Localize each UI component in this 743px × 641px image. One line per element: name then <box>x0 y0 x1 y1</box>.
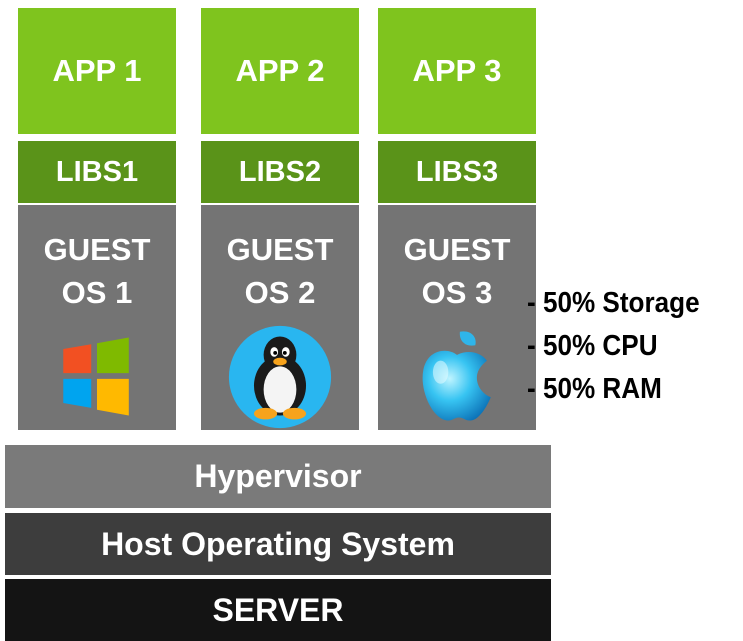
linux-penguin-icon <box>228 325 332 429</box>
app-3-label: APP 3 <box>412 53 502 88</box>
app-3-block: APP 3 <box>378 8 536 134</box>
resource-allocation-list: - 50% Storage - 50% CPU - 50% RAM <box>527 282 719 411</box>
resource-cpu: - 50% CPU <box>527 330 658 362</box>
app-2-label: APP 2 <box>235 53 325 88</box>
guest-os-2-block: GUEST OS 2 <box>201 205 359 430</box>
resource-ram: - 50% RAM <box>527 373 662 405</box>
guest-os-3-label-line2: OS 3 <box>421 275 493 310</box>
guest-os-3-label-line1: GUEST <box>403 232 511 267</box>
resource-storage: - 50% Storage <box>527 287 700 319</box>
server-label: SERVER <box>212 591 344 628</box>
guest-os-2-label-line2: OS 2 <box>244 275 316 310</box>
app-1-label: APP 1 <box>52 53 142 88</box>
windows-logo-icon <box>63 337 129 416</box>
libs-2-label: LIBS2 <box>238 155 322 188</box>
app-2-block: APP 2 <box>201 8 359 134</box>
guest-os-1-label-line2: OS 1 <box>61 275 133 310</box>
guest-os-1-block: GUEST OS 1 <box>18 205 176 430</box>
guest-os-3-block: GUEST OS 3 <box>378 205 536 430</box>
hypervisor-layer: Hypervisor <box>5 445 551 508</box>
libs-3-block: LIBS3 <box>378 141 536 203</box>
app-1-block: APP 1 <box>18 8 176 134</box>
host-os-layer: Host Operating System <box>5 513 551 575</box>
guest-os-1-label-line1: GUEST <box>43 232 151 267</box>
hypervisor-label: Hypervisor <box>194 458 362 494</box>
apple-logo-icon <box>422 331 491 421</box>
server-layer: SERVER <box>5 579 551 641</box>
libs-2-block: LIBS2 <box>201 141 359 203</box>
host-os-label: Host Operating System <box>101 525 455 562</box>
guest-os-2-label-line1: GUEST <box>226 232 334 267</box>
libs-1-block: LIBS1 <box>18 141 176 203</box>
libs-3-label: LIBS3 <box>415 155 499 188</box>
libs-1-label: LIBS1 <box>55 155 139 188</box>
